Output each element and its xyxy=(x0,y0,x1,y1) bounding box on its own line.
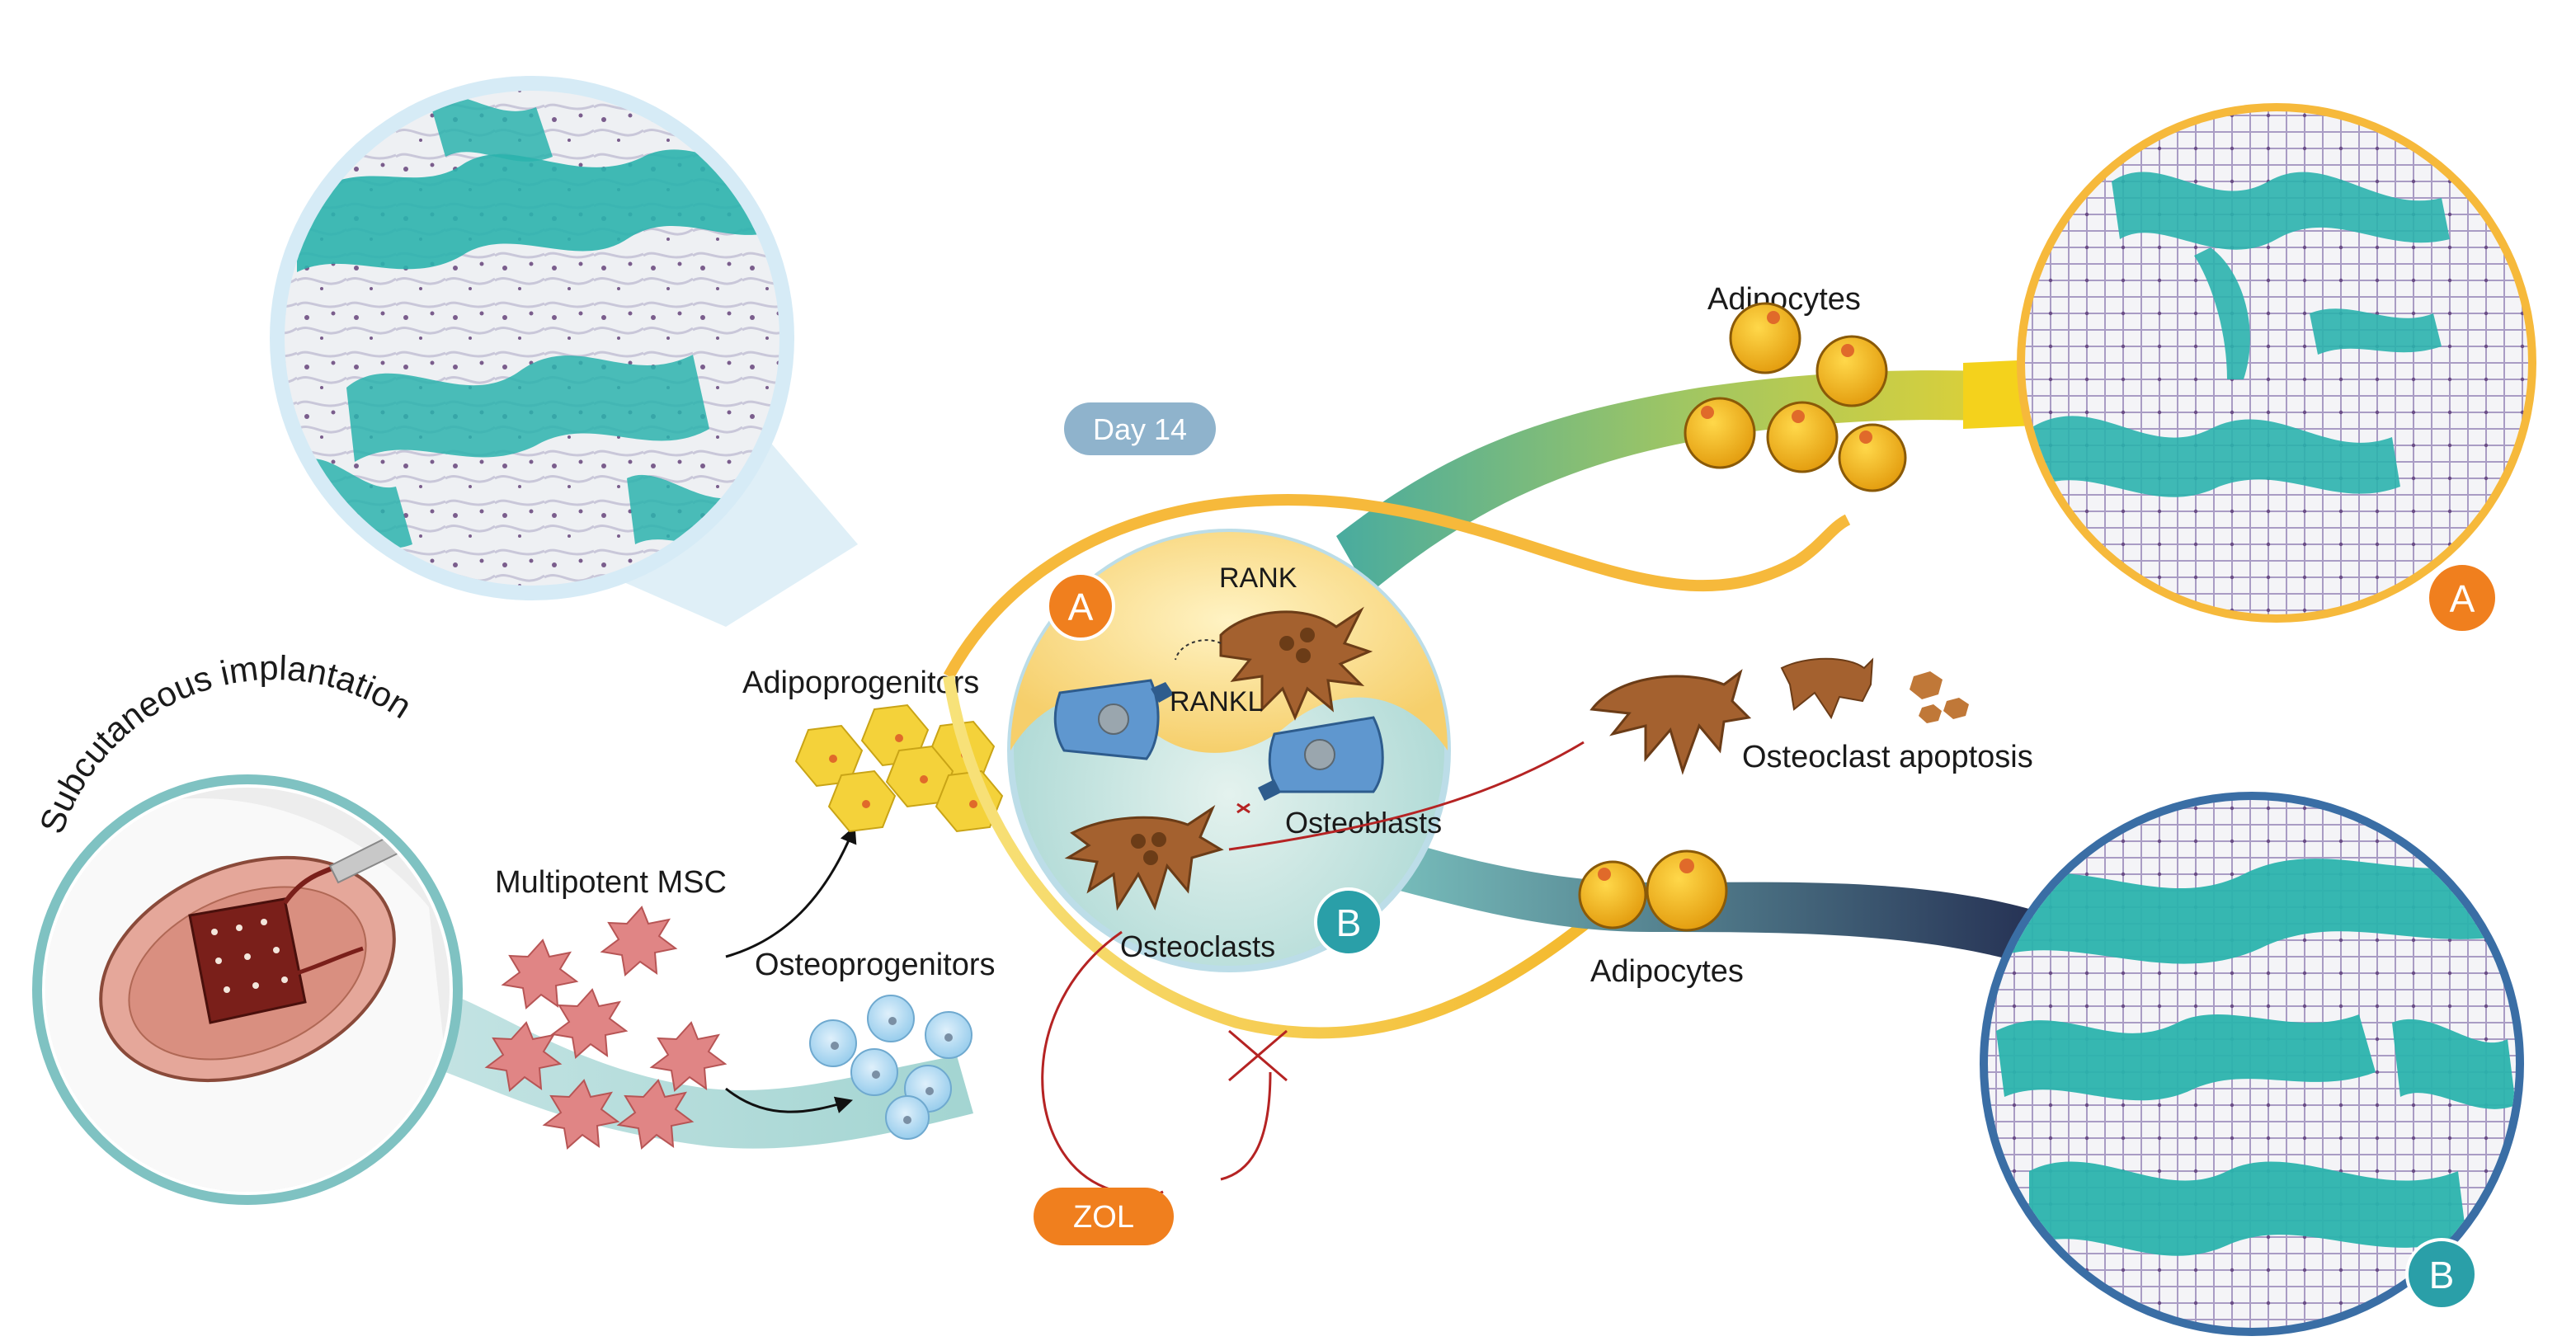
badge-a-result xyxy=(2426,562,2498,634)
osteoclast-apoptosis-group xyxy=(1589,657,1969,775)
adipoprogenitor-cluster xyxy=(794,703,1004,833)
badge-b-result-label: B xyxy=(2429,1254,2455,1296)
osteoclast-fragment xyxy=(1910,671,1943,699)
result-a-histology: A xyxy=(2017,103,2536,634)
inhibition-cross-icon xyxy=(1228,1029,1288,1082)
arrow-to-osteoprogenitors xyxy=(725,1087,854,1113)
rankl-label: RANKL xyxy=(1170,686,1263,718)
adipoprogenitors-label: Adipoprogenitors xyxy=(742,666,979,700)
osteoclast-b xyxy=(1064,804,1224,911)
osteoclast-large xyxy=(1589,669,1752,775)
zol-pill xyxy=(1034,1188,1174,1245)
osteoblast-a xyxy=(1053,679,1174,760)
badge-b-center-label: B xyxy=(1336,901,1362,944)
msc-cluster xyxy=(484,906,728,1150)
yellow-loop-lower xyxy=(943,675,1621,1039)
zol-to-osteoclast-line xyxy=(1041,930,1164,1197)
osteoclast-apoptosis-label: Osteoclast apoptosis xyxy=(1742,740,2033,774)
osteoblast-b xyxy=(1258,716,1384,801)
day14-pill xyxy=(1064,402,1216,455)
badge-b-center xyxy=(1314,887,1383,957)
zol-label: ZOL xyxy=(1073,1200,1134,1235)
badge-a-center xyxy=(1046,572,1115,641)
badge-a-result-label: A xyxy=(2450,577,2475,620)
yellow-loop-upper xyxy=(943,494,1851,680)
rank-label: RANK xyxy=(1219,562,1297,594)
osteoprogenitors-label: Osteoprogenitors xyxy=(755,948,996,982)
osteoclast-medium xyxy=(1780,657,1874,720)
scaffold-implant xyxy=(188,897,307,1024)
badge-a-center-label: A xyxy=(1068,586,1094,628)
osteoclast-a xyxy=(1175,606,1373,721)
multipotent-msc-label: Multipotent MSC xyxy=(495,865,727,900)
badge-b-result xyxy=(2405,1238,2478,1310)
result-b-histology: B xyxy=(1980,792,2524,1336)
arrow-to-adipoprogenitors xyxy=(725,826,857,958)
osteoclasts-label: Osteoclasts xyxy=(1120,929,1275,963)
zol-inhibition-line xyxy=(1220,1071,1272,1181)
osteoclast-to-apoptosis-line xyxy=(1228,741,1585,851)
day14-histology-magnifier: Day 14 xyxy=(270,76,1216,627)
blocked-rank-icon xyxy=(1236,802,1250,814)
adipocytes-bottom-label: Adipocytes xyxy=(1590,954,1744,989)
day14-label: Day 14 xyxy=(1093,412,1187,446)
adipocyte-cluster-bottom xyxy=(1578,849,1728,932)
